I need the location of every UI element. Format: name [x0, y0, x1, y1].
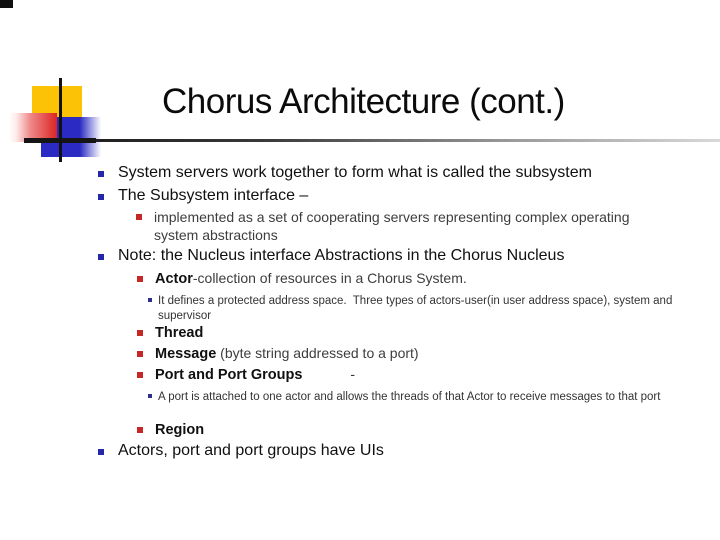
bullet-square-icon [137, 372, 143, 378]
decoration-vertical-line [59, 78, 62, 162]
bullet-item-level3: A port is attached to one actor and allo… [148, 390, 678, 405]
bullet-text: The Subsystem interface – [118, 187, 309, 204]
bullet-square-icon [137, 330, 143, 336]
decoration-blue-square [57, 117, 101, 157]
bullet-square-icon [98, 194, 104, 200]
bullet-item-level3: It defines a protected address space. Th… [148, 294, 703, 324]
bullet-text: System servers work together to form wha… [118, 164, 592, 181]
bullet-item-level1: Actors, port and port groups have UIs [98, 442, 384, 460]
bullet-item-level2: Region [137, 421, 204, 439]
bullet-text-lead: Region [155, 422, 205, 438]
bullet-text: Message (byte string addressed to a port… [155, 345, 419, 363]
decoration-horizontal-rule [24, 139, 720, 142]
bullet-text-lead: Thread [155, 325, 204, 341]
bullet-item-level2: Message (byte string addressed to a port… [137, 345, 419, 363]
bullet-item-level2: Thread [137, 324, 203, 342]
bullet-item-level2: Port and Port Groups - [137, 366, 355, 384]
bullet-square-icon [137, 427, 143, 433]
corner-mark [0, 0, 13, 8]
bullet-item-level1: The Subsystem interface – [98, 187, 308, 205]
bullet-text: Actors, port and port groups have UIs [118, 442, 384, 459]
bullet-square-icon [148, 298, 152, 302]
bullet-text: Actor-collection of resources in a Choru… [155, 270, 467, 288]
bullet-text-lead: Port and Port Groups [155, 367, 303, 383]
bullet-text: Thread [155, 324, 203, 342]
bullet-square-icon [137, 276, 143, 282]
slide-title: Chorus Architecture (cont.) [162, 82, 565, 121]
bullet-item-level2: implemented as a set of cooperating serv… [136, 208, 634, 244]
bullet-square-icon [137, 351, 143, 357]
decoration-blue-small-square [41, 143, 57, 157]
decoration-red-square [9, 113, 57, 142]
bullet-text-lead: Message [155, 346, 217, 362]
decoration-yellow-square [32, 86, 82, 118]
bullet-item-level1: System servers work together to form wha… [98, 164, 592, 182]
bullet-item-level2: Actor-collection of resources in a Choru… [137, 270, 467, 288]
bullet-square-icon [98, 449, 104, 455]
bullet-square-icon [98, 254, 104, 260]
bullet-square-icon [136, 214, 142, 220]
bullet-text: It defines a protected address space. Th… [158, 295, 676, 322]
bullet-text: implemented as a set of cooperating serv… [154, 209, 634, 243]
bullet-text: Region [155, 421, 204, 439]
bullet-text-lead: Actor [155, 271, 193, 287]
bullet-square-icon [148, 394, 152, 398]
trailing-dash: - [350, 366, 356, 382]
bullet-text-rest: (byte string addressed to a port) [216, 345, 419, 361]
bullet-text-rest: -collection of resources in a Chorus Sys… [192, 270, 467, 286]
bullet-square-icon [98, 171, 104, 177]
bullet-text: Port and Port Groups - [155, 366, 355, 384]
bullet-text: A port is attached to one actor and allo… [158, 391, 661, 403]
bullet-item-level1: Note: the Nucleus interface Abstractions… [98, 247, 564, 265]
bullet-text: Note: the Nucleus interface Abstractions… [118, 247, 565, 264]
